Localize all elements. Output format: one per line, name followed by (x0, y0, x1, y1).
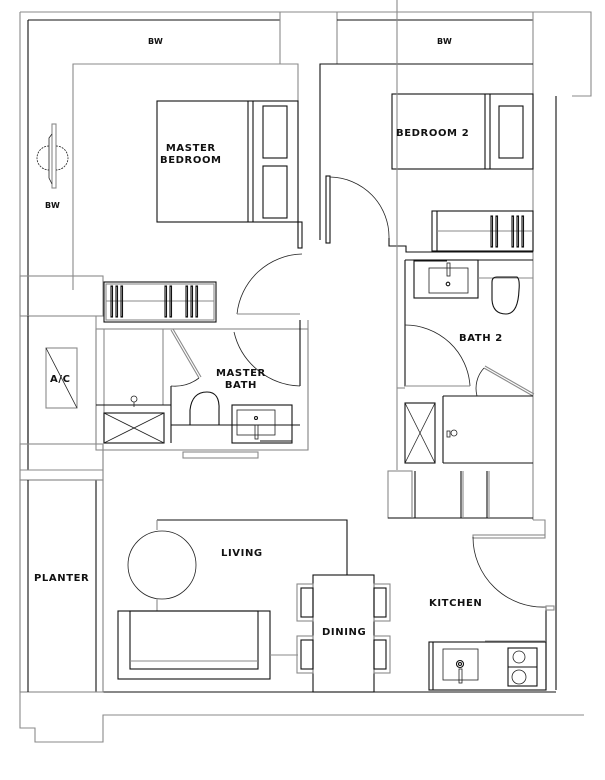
ac-zone (19, 275, 104, 690)
master-bath-line2: BATH (224, 380, 258, 391)
kitchen-door (472, 519, 555, 690)
bay-windows (20, 63, 533, 471)
room-label-kitchen: KITCHEN (429, 598, 483, 609)
room-label-bedroom-2: BEDROOM 2 (396, 128, 470, 139)
bay-window-label-top-left: BW (148, 37, 164, 46)
bay-window-label-top-right: BW (437, 37, 453, 46)
room-label-master-bedroom: MASTER BEDROOM (160, 143, 222, 167)
room-label-master-bath: MASTER BATH (216, 368, 266, 392)
master-bedroom-line1: MASTER (165, 143, 216, 154)
bath-2 (396, 0, 535, 470)
room-label-living: LIVING (221, 548, 263, 559)
master-bed (156, 100, 299, 223)
master-bedroom-door (236, 221, 303, 315)
room-label-dining: DINING (322, 627, 367, 638)
room-label-bath-2: BATH 2 (459, 333, 503, 344)
outer-walls (19, 11, 592, 743)
window-symbol (36, 123, 69, 189)
bedroom-2-door (325, 175, 533, 253)
bath-2-cabinets (387, 470, 533, 519)
bedroom-2-wardrobe (431, 210, 534, 252)
living-dining (19, 479, 556, 693)
master-bedroom-line2: BEDROOM (160, 155, 222, 166)
room-label-ac: A/C (50, 374, 71, 385)
room-label-planter: PLANTER (34, 573, 90, 584)
kitchen-counter (428, 640, 547, 691)
bay-window-label-left: BW (45, 201, 61, 210)
master-bath-line1: MASTER (216, 368, 266, 379)
master-wardrobe (103, 281, 217, 323)
bedroom-2-bed (391, 93, 534, 170)
master-bath (95, 320, 309, 459)
